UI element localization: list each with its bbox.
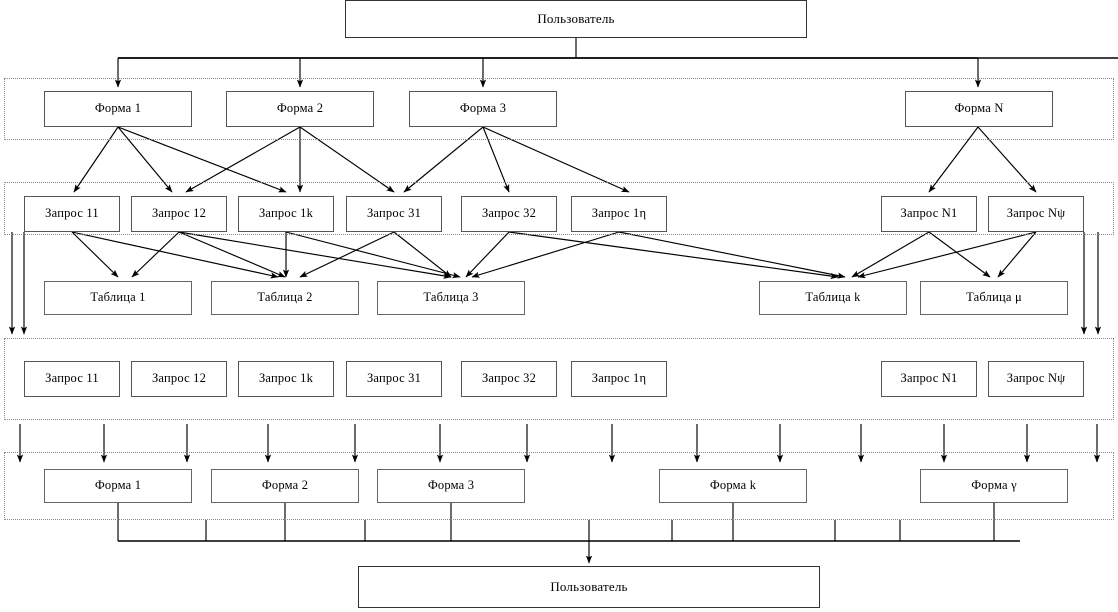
node-query-top-31[interactable]: Запрос 31 bbox=[346, 196, 442, 232]
node-query-top-1eta[interactable]: Запрос 1η bbox=[571, 196, 667, 232]
node-query-top-npsi[interactable]: Запрос Nψ bbox=[988, 196, 1084, 232]
node-form-input-1[interactable]: Форма 1 bbox=[44, 91, 192, 127]
band-queries-top bbox=[4, 182, 1114, 235]
node-form-output-gamma[interactable]: Форма γ bbox=[920, 469, 1068, 503]
node-query-bottom-n1[interactable]: Запрос N1 bbox=[881, 361, 977, 397]
node-form-output-k[interactable]: Форма k bbox=[659, 469, 807, 503]
node-query-top-1k[interactable]: Запрос 1k bbox=[238, 196, 334, 232]
node-query-bottom-1eta[interactable]: Запрос 1η bbox=[571, 361, 667, 397]
node-query-top-n1[interactable]: Запрос N1 bbox=[881, 196, 977, 232]
node-form-input-n[interactable]: Форма N bbox=[905, 91, 1053, 127]
node-table-k[interactable]: Таблица k bbox=[759, 281, 907, 315]
node-user-bottom[interactable]: Пользователь bbox=[358, 566, 820, 608]
band-forms-output bbox=[4, 452, 1114, 520]
node-query-bottom-12[interactable]: Запрос 12 bbox=[131, 361, 227, 397]
node-table-2[interactable]: Таблица 2 bbox=[211, 281, 359, 315]
node-query-bottom-31[interactable]: Запрос 31 bbox=[346, 361, 442, 397]
node-form-output-3[interactable]: Форма 3 bbox=[377, 469, 525, 503]
node-query-bottom-11[interactable]: Запрос 11 bbox=[24, 361, 120, 397]
node-query-top-11[interactable]: Запрос 11 bbox=[24, 196, 120, 232]
node-table-mu[interactable]: Таблица μ bbox=[920, 281, 1068, 315]
node-table-3[interactable]: Таблица 3 bbox=[377, 281, 525, 315]
band-forms-input bbox=[4, 78, 1114, 140]
node-query-bottom-32[interactable]: Запрос 32 bbox=[461, 361, 557, 397]
node-form-input-2[interactable]: Форма 2 bbox=[226, 91, 374, 127]
node-user-top[interactable]: Пользователь bbox=[345, 0, 807, 38]
node-table-1[interactable]: Таблица 1 bbox=[44, 281, 192, 315]
node-query-top-32[interactable]: Запрос 32 bbox=[461, 196, 557, 232]
node-form-input-3[interactable]: Форма 3 bbox=[409, 91, 557, 127]
node-form-output-2[interactable]: Форма 2 bbox=[211, 469, 359, 503]
node-query-bottom-1k[interactable]: Запрос 1k bbox=[238, 361, 334, 397]
node-query-bottom-npsi[interactable]: Запрос Nψ bbox=[988, 361, 1084, 397]
node-form-output-1[interactable]: Форма 1 bbox=[44, 469, 192, 503]
band-queries-bottom bbox=[4, 338, 1114, 420]
node-query-top-12[interactable]: Запрос 12 bbox=[131, 196, 227, 232]
